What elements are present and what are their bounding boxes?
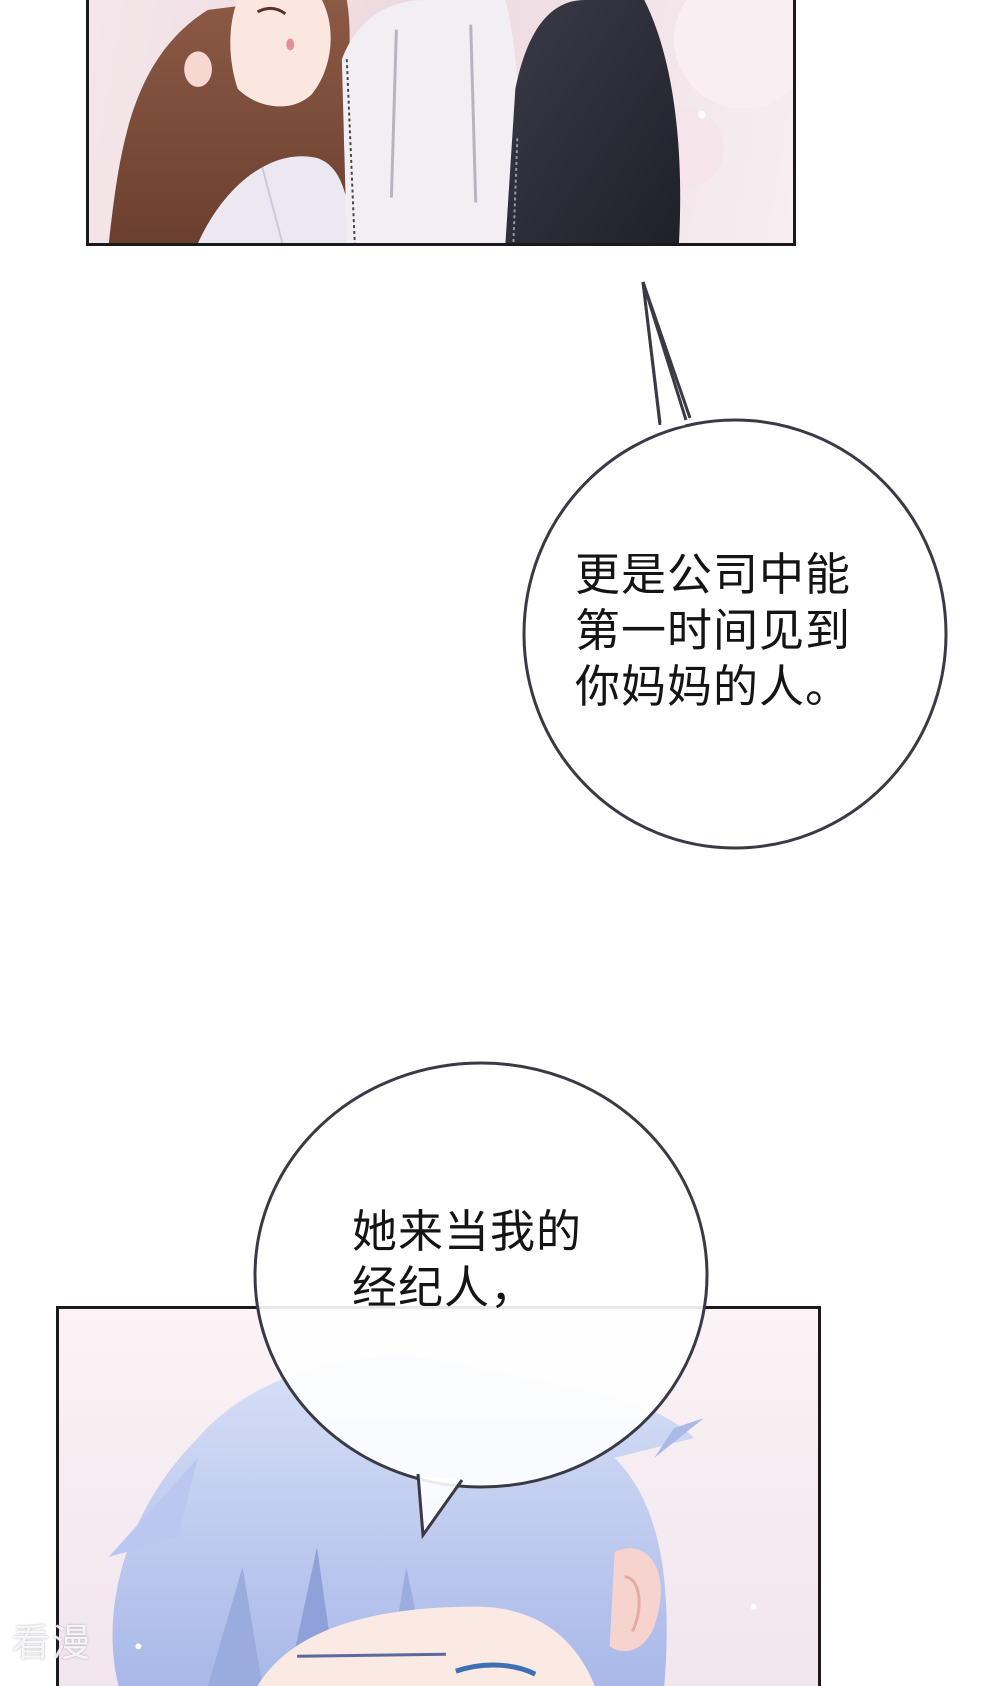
speech-line: 她来当我的: [352, 1205, 583, 1258]
speech-text-2: 她来当我的 经纪人，: [352, 1204, 582, 1316]
speech-text-1: 更是公司中能 第一时间见到 你妈妈的人。: [575, 547, 851, 715]
watermark-logo: 看漫: [12, 1621, 93, 1665]
speech-line: 第一时间见到: [575, 604, 852, 657]
top-panel: [86, 0, 796, 246]
speech-line: 更是公司中能: [575, 548, 852, 601]
speech-line: 经纪人，: [352, 1261, 537, 1314]
bottom-panel: [56, 1306, 821, 1686]
top-panel-illustration: [108, 0, 793, 243]
speech-line: 你妈妈的人。: [575, 660, 852, 713]
bottom-panel-illustration: [108, 1309, 757, 1686]
